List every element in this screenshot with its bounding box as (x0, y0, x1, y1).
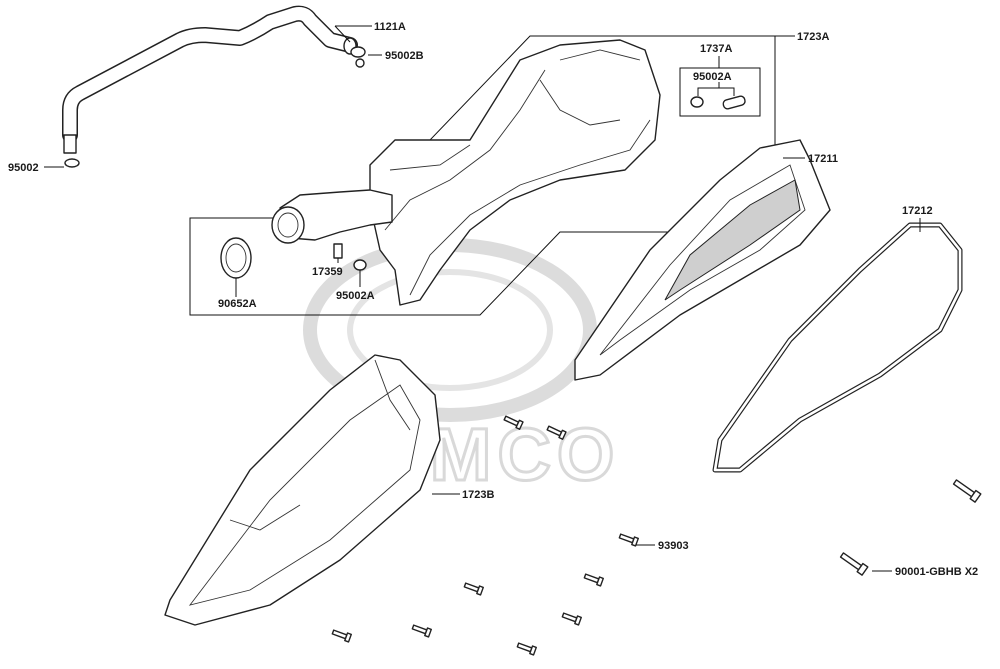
label-90001-GBHB: 90001-GBHB X2 (895, 566, 978, 578)
label-95002: 95002 (8, 162, 39, 174)
leader-lines (44, 25, 921, 572)
clamp-95002A (353, 259, 367, 271)
air-filter-element (574, 139, 831, 381)
label-95002B: 95002B (385, 50, 424, 62)
air-cleaner-case (369, 39, 661, 306)
label-17212: 17212 (902, 205, 933, 217)
intake-duct (271, 189, 393, 244)
label-1723B: 1723B (462, 489, 494, 501)
label-93903: 93903 (658, 540, 689, 552)
breather-hose (62, 5, 358, 154)
kit-box-1737A (679, 67, 761, 117)
drain-plug-17359 (333, 243, 343, 259)
duct-clamp-90652A (220, 237, 252, 279)
label-90652A: 90652A (218, 298, 257, 310)
label-17359: 17359 (312, 266, 343, 278)
bolts-90001-GBHB (839, 479, 982, 576)
drain-tube-kit (690, 95, 746, 110)
label-17211: 17211 (808, 153, 838, 165)
hose-clamp-95002B (350, 46, 366, 68)
label-1121A: 1121A (374, 21, 406, 33)
label-1737A: 1737A (700, 43, 732, 55)
filter-gasket (712, 222, 963, 473)
label-95002A-kit: 95002A (693, 71, 732, 83)
air-cleaner-cover (164, 354, 441, 626)
label-1723A: 1723A (797, 31, 829, 43)
hose-clamp-95002 (64, 158, 80, 168)
screws-93903 (331, 415, 639, 656)
label-95002A: 95002A (336, 290, 375, 302)
